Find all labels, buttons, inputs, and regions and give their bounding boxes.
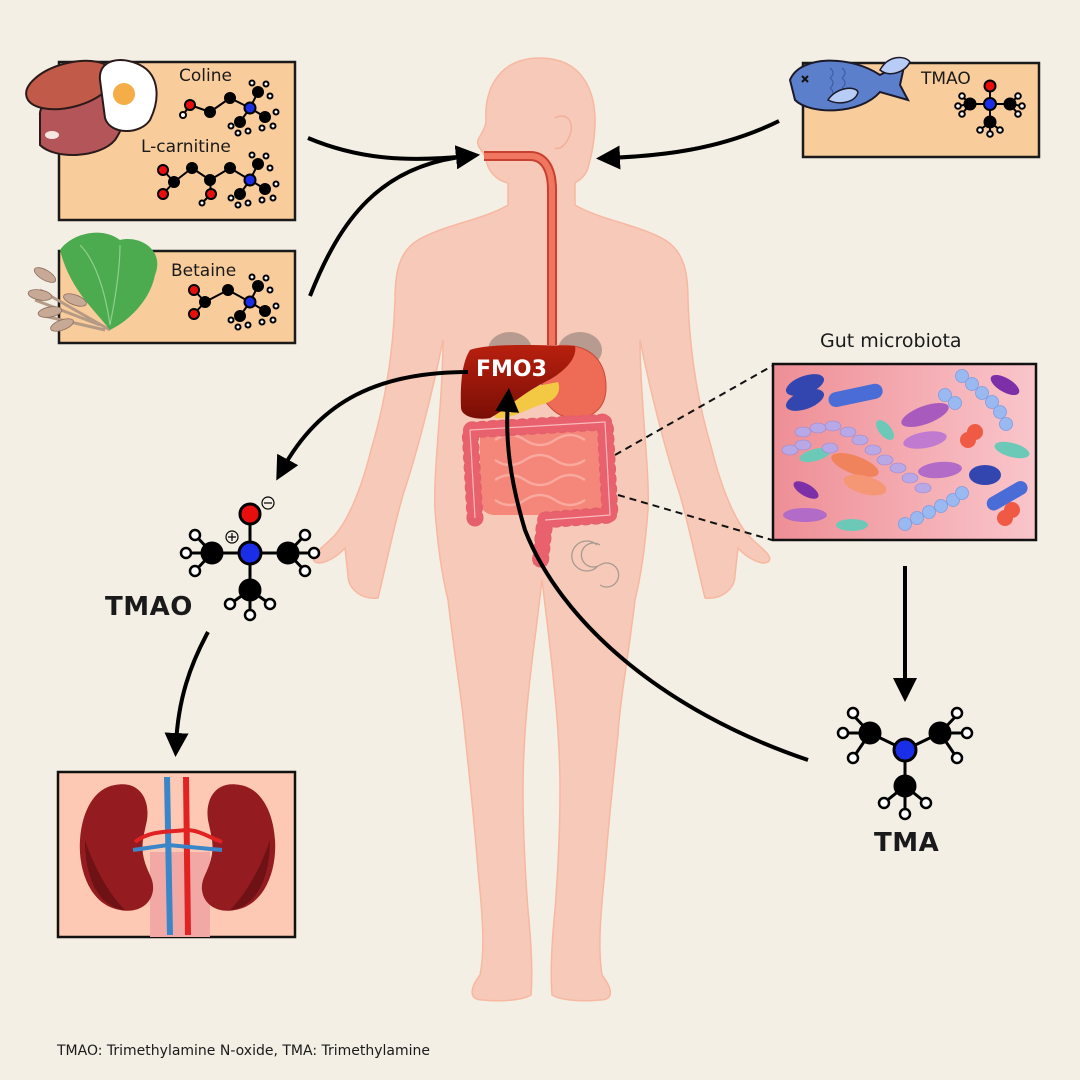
esophagus-inner (484, 153, 555, 345)
bacteria-illustration (781, 369, 1030, 531)
kidney-panel (56, 770, 297, 939)
l-carnitine-label: L-carnitine (141, 137, 231, 157)
liver (460, 344, 576, 419)
tmao-molecule (179, 496, 321, 622)
choline-molecule (179, 79, 280, 137)
choline-label: Coline (179, 66, 232, 86)
arrow-liver-to-tmao (276, 370, 469, 481)
pathway-arrows (164, 119, 917, 762)
positive-charge-icon (225, 530, 239, 544)
arrow-greens-to-mouth (308, 145, 480, 297)
gut-microbiota-panel (614, 362, 1038, 542)
intestines (461, 413, 619, 574)
arrow-meat-to-mouth (307, 136, 480, 170)
small-intestine (480, 420, 605, 515)
footnote-abbreviations: TMAO: Trimethylamine N-oxide, TMA: Trime… (57, 1043, 431, 1059)
fish-tmao-label: TMAO (921, 69, 971, 89)
tmao-product-label: TMAO (105, 592, 193, 622)
leafy-greens-icon (27, 232, 158, 332)
tmao-molecule-small (954, 79, 1026, 138)
fish-tmao-box (788, 56, 1041, 159)
arrow-tmao-to-kidney (164, 631, 210, 757)
tma-molecule (836, 706, 974, 821)
kidneys-icon (79, 776, 276, 937)
fmo3-enzyme-label: FMO3 (476, 357, 547, 382)
small-intestine-coils (494, 433, 586, 507)
choline-carnitine-box (25, 59, 297, 222)
zoom-dash-bottom (617, 494, 773, 541)
carnitine-molecule (157, 151, 280, 209)
fish-icon (788, 56, 911, 112)
betaine-molecule (188, 273, 280, 331)
arrow-tma-to-liver (495, 388, 809, 762)
ear (554, 115, 572, 150)
meat-egg-icon (25, 59, 158, 156)
watermark-logo (571, 540, 620, 588)
gut-microbiota-title: Gut microbiota (820, 330, 962, 352)
arrow-fish-to-mouth (596, 119, 780, 170)
negative-charge-icon (261, 496, 275, 510)
tma-product-label: TMA (874, 828, 940, 858)
colon-line (469, 421, 611, 521)
betaine-label: Betaine (171, 261, 237, 281)
zoom-dash-top (614, 365, 773, 456)
betaine-box (27, 232, 297, 345)
